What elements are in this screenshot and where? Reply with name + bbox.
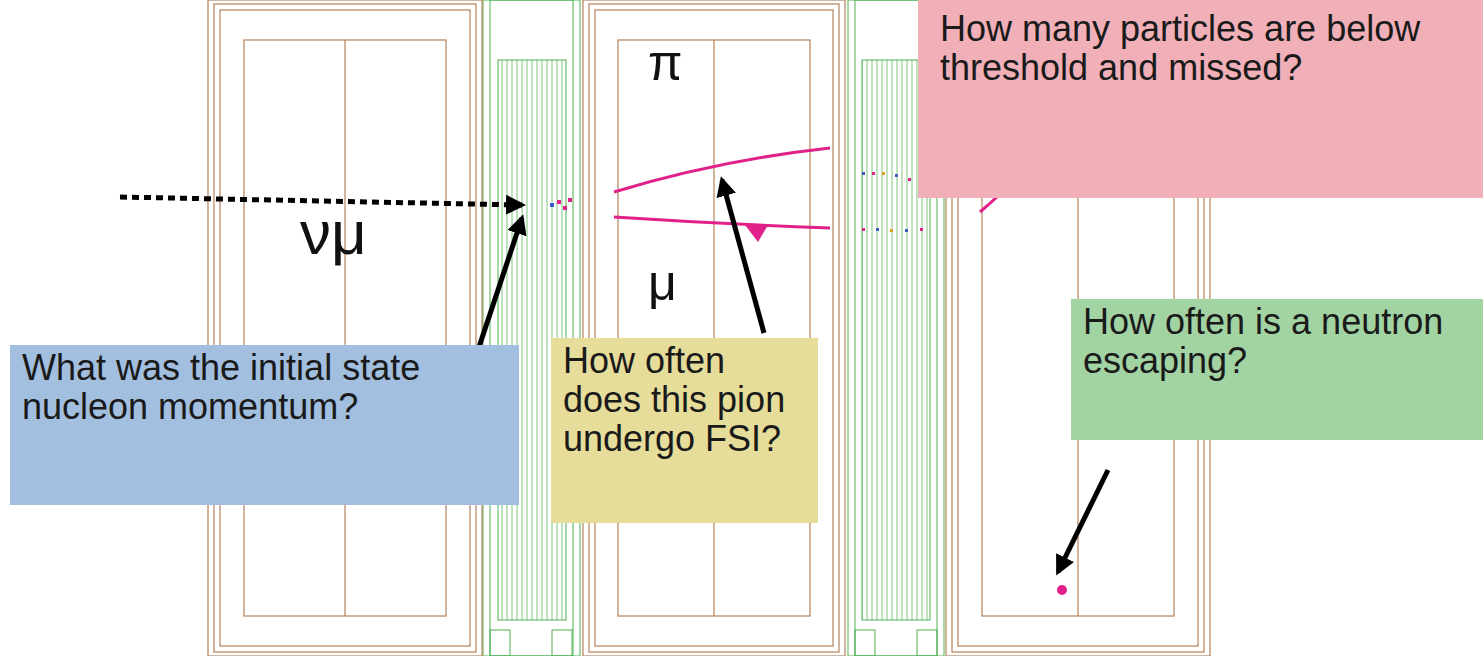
callout-box: How many particles are below threshold a… [918,0,1483,198]
callout-text: What was the initial state nucleon momen… [22,349,509,427]
shower [745,225,768,242]
callout-text: How often is a neutron escaping? [1083,303,1473,381]
callout-text: How many particles are below threshold a… [940,10,1473,88]
callout-text: How often does this pion undergo FSI? [563,342,808,459]
tracker-hits [862,172,923,232]
vertex-hits [550,198,572,210]
callout-box: How often does this pion undergo FSI? [551,338,818,523]
particle-label: π [648,38,683,88]
neutron-hit [1057,585,1067,595]
particle-label: νμ [300,202,367,264]
leader-arrows [478,180,1108,572]
tracker-module [483,0,944,656]
particle-label: μ [648,258,677,308]
callout-box: How often is a neutron escaping? [1071,299,1483,440]
callout-box: What was the initial state nucleon momen… [10,345,519,505]
